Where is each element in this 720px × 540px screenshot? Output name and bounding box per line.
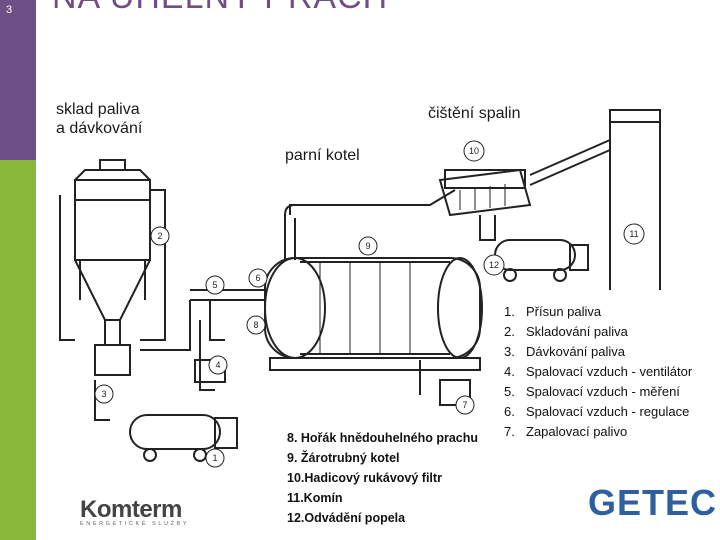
chimney	[529, 109, 661, 290]
svg-text:3: 3	[101, 389, 106, 399]
callout-7: 7	[455, 395, 475, 415]
svg-text:6: 6	[255, 273, 260, 283]
bag-filter	[438, 168, 532, 241]
legend-item: 7.Zapalovací palivo	[504, 424, 628, 439]
callout-8: 8	[246, 315, 266, 335]
callout-12: 12	[483, 254, 505, 276]
legend-item: 3.Dávkování paliva	[504, 344, 625, 359]
legend-item: 12.Odvádění popela	[287, 511, 406, 525]
svg-text:4: 4	[215, 360, 220, 370]
callout-9: 9	[358, 236, 378, 256]
flue-duct	[284, 189, 456, 260]
sidebar-green-band	[0, 160, 36, 540]
callout-10: 10	[463, 140, 485, 162]
svg-text:10: 10	[469, 146, 479, 156]
ignition-fuel-tank	[419, 360, 471, 406]
ash-truck	[494, 239, 589, 282]
legend-item: 8. Hořák hnědouhelného prachu	[287, 431, 478, 445]
sidebar-purple-band	[0, 0, 36, 160]
svg-text:7: 7	[462, 400, 467, 410]
legend-item: 11.Komín	[287, 491, 343, 505]
legend-item: 5.Spalovací vzduch - měření	[504, 384, 680, 399]
callout-5: 5	[205, 275, 225, 295]
label-cleaning: čištění spalin	[428, 105, 521, 122]
callout-2: 2	[150, 226, 170, 246]
sidebar: 3	[0, 0, 36, 540]
label-dosing: a dávkování	[56, 120, 143, 137]
getec-logo: GETEC	[588, 482, 718, 523]
svg-text:9: 9	[365, 241, 370, 251]
label-storage: sklad paliva	[56, 101, 140, 118]
slide-number: 3	[6, 4, 13, 16]
slide-title: NA UHELNÝ PRACH	[52, 0, 388, 17]
callout-1: 1	[205, 448, 225, 468]
svg-text:11: 11	[629, 229, 638, 239]
legend-item: 1.Přísun paliva	[504, 304, 602, 319]
legend-item: 6.Spalovací vzduch - regulace	[504, 404, 690, 419]
legend-item: 4.Spalovací vzduch - ventilátor	[504, 364, 693, 379]
legend-equipment: 8. Hořák hnědouhelného prachu 9. Žárotru…	[287, 428, 478, 528]
svg-text:5: 5	[212, 280, 217, 290]
callout-3: 3	[94, 384, 114, 404]
boiler	[264, 257, 483, 371]
komterm-logo: Komterm ENERGETICKÉ SLUŽBY	[80, 496, 190, 527]
plant-diagram: 1 2 3 4 5 6 7 8 9 10 11 12	[59, 109, 661, 468]
svg-text:2: 2	[157, 231, 162, 241]
callout-11: 11	[623, 223, 645, 245]
legend-item: 9. Žárotrubný kotel	[287, 451, 400, 465]
callout-6: 6	[248, 268, 268, 288]
svg-text:12: 12	[489, 260, 499, 270]
legend-item: 10.Hadicový rukávový filtr	[287, 471, 442, 485]
legend-item: 2.Skladování paliva	[504, 324, 628, 339]
svg-text:8: 8	[253, 320, 258, 330]
callout-4: 4	[208, 355, 228, 375]
label-boiler: parní kotel	[285, 147, 360, 164]
fuel-silo	[59, 159, 166, 376]
legend-fuel-air: 1.Přísun paliva 2.Skladování paliva 3.Dá…	[504, 302, 692, 442]
svg-text:1: 1	[212, 453, 217, 463]
